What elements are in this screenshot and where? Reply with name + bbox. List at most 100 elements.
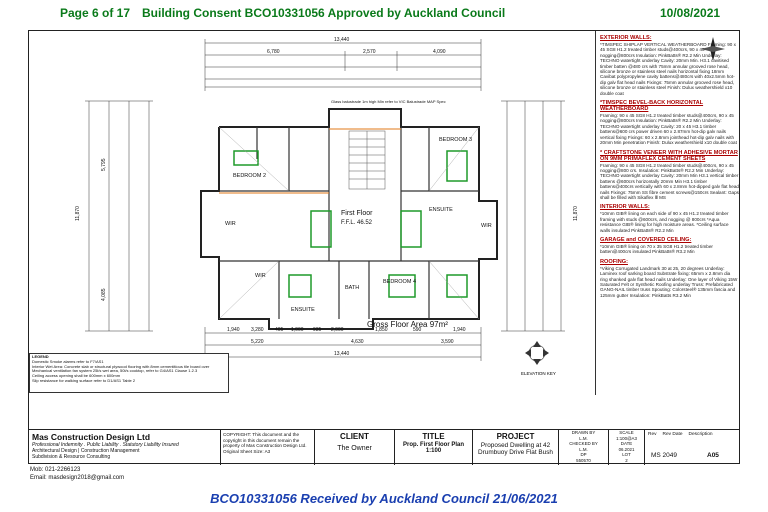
legend-box: LEGEND Domestic Smoke alarms refer to F7… <box>29 353 229 393</box>
dim-text: 5,220 <box>251 339 264 345</box>
dp-heading: DP <box>580 452 587 458</box>
client-heading: CLIENT <box>340 432 369 441</box>
approval-date: 10/08/2021 <box>660 6 721 20</box>
note-text: *Viking Corrugated Landmark 30 at 25, 20… <box>600 265 738 298</box>
description-heading: Description <box>688 432 713 437</box>
dim-text: 4,630 <box>351 339 364 345</box>
gross-area: Gross Floor Area 97m² <box>367 320 448 329</box>
drawn-heading: DRAWN BY <box>571 430 596 435</box>
approval-header: Page 6 of 17 Building Consent BCO1033105… <box>0 0 768 26</box>
scale-heading: SCALE <box>619 430 634 435</box>
scale-block: SCALE 1:100@A3 DATE 06.2021 LOT 2 <box>609 430 645 465</box>
revision-block: Rev Rev Date Description MS 2049 A05 <box>645 430 739 465</box>
project-heading: PROJECT <box>496 432 535 441</box>
dim-text: 1,940 <box>453 327 466 333</box>
drawn-value: L.M. <box>579 435 588 441</box>
note-text: Framing: 90 x 45 SG8 H1.2 treated timber… <box>600 162 739 200</box>
note-heading: * CRAFTSTONE VENEER WITH ADHESIVE MORTAR… <box>600 149 738 162</box>
dim-text: 590 <box>413 327 422 333</box>
legend-title: LEGEND <box>32 354 49 359</box>
title-scale: 1:100 <box>425 448 442 454</box>
legend-item: Slip resistance for walking surface refe… <box>32 377 136 383</box>
room-label: BEDROOM 2 <box>233 173 266 179</box>
note-heading: ROOFING: <box>600 258 628 265</box>
dim-text: 4,085 <box>101 288 107 301</box>
room-label: BATH <box>345 285 359 291</box>
job-number: MS 2049 <box>651 452 678 459</box>
dim-text: 3,280 <box>251 327 264 333</box>
room-label: BEDROOM 3 <box>439 137 472 143</box>
checked-heading: CHECKED BY <box>569 441 598 447</box>
copyright-block: COPYRIGHT: This document and the copyrig… <box>221 430 315 465</box>
sheet-number: A05 <box>707 452 719 459</box>
company-services: Architectural Design | Construction Mana… <box>32 448 140 455</box>
project-block: PROJECT Proposed Dwelling at 42 Drumbuoy… <box>473 430 559 465</box>
note-heading: GARAGE and COVERED CEILING: <box>600 236 692 243</box>
title-heading: TITLE <box>422 432 445 441</box>
company-block: Mas Construction Design Ltd Professional… <box>29 430 221 465</box>
ffl-label: F.F.L. 46.52 <box>341 220 373 226</box>
title-block: Mas Construction Design Ltd Professional… <box>29 429 739 465</box>
page-number: Page 6 of 17 <box>60 6 131 20</box>
dim-text: 13,440 <box>334 351 350 357</box>
note-text: Framing: 90 x 45 SG8 H1.2 treated timber… <box>600 113 737 146</box>
note-text: *10mm GIB® lining on each side of 90 x 4… <box>600 211 729 233</box>
dim-text: 2,000 <box>331 327 344 333</box>
north-arrow-icon <box>701 37 725 61</box>
legend-item: Mechanical ventilation fan system 25l/s … <box>32 368 198 374</box>
elevation-key: ELEVATION KEY <box>521 341 556 376</box>
legend-item: Interior Wet Area: Concrete slab or stru… <box>32 363 210 369</box>
drawing-sheet: BEDROOM 2 BEDROOM 3 BEDROOM 4 BATH ENSUI… <box>28 30 742 465</box>
date-value: 06.2021 <box>618 446 635 452</box>
dim-text: 405 <box>275 327 284 333</box>
dp-value: 550570 <box>576 457 591 463</box>
scale-value: 1:100@A3 <box>616 435 637 441</box>
note-text: *10mm GIB® lining on 70 x 35 SG8 H1.2 tr… <box>600 243 713 255</box>
client-block: CLIENT The Owner <box>315 430 395 465</box>
received-text: BCO10331056 Received by Auckland Council… <box>210 491 558 506</box>
dim-text: 11,870 <box>573 206 579 221</box>
mobile-number: Mob: 021-2266123 <box>30 467 81 473</box>
dim-text: 4,090 <box>433 49 446 55</box>
lot-heading: LOT <box>622 452 631 458</box>
balustrade-note: Glass balustrade 1m high Min refer to VI… <box>331 99 446 104</box>
contact-info: Mob: 021-2266123 Email: masdesign2018@gm… <box>30 466 124 482</box>
room-label: WIR <box>255 273 266 279</box>
company-tagline: Professional Indemnity . Public Liabilit… <box>32 442 179 448</box>
date-heading: DATE <box>620 441 633 447</box>
room-label: BEDROOM 4 <box>383 279 416 285</box>
floor-plan: BEDROOM 2 BEDROOM 3 BEDROOM 4 BATH ENSUI… <box>75 37 579 376</box>
lot-value: 2 <box>625 457 628 463</box>
dim-text: 1,000 <box>291 327 304 333</box>
consent-approval: Building Consent BCO10331056 Approved by… <box>142 6 506 20</box>
legend-item: Ceiling access opening shall be 600mm x … <box>32 373 121 379</box>
dim-text: 935 <box>313 327 322 333</box>
rev-heading: Rev <box>648 432 657 437</box>
first-floor-label: First Floor <box>341 210 373 217</box>
company-name: Mas Construction Design Ltd <box>32 432 151 442</box>
room-label: ENSUITE <box>291 307 315 313</box>
room-label: WIR <box>225 221 236 227</box>
note-heading: INTERIOR WALLS: <box>600 204 650 211</box>
dim-text: 2,570 <box>363 49 376 55</box>
note-heading: *TIMSPEC BEVEL-BACK HORIZONTAL WEATHERBO… <box>600 100 704 113</box>
dim-text: 6,780 <box>267 49 280 55</box>
room-label: WIR <box>481 223 492 229</box>
company-services-2: Subdivision & Resource Consulting <box>32 454 111 461</box>
drawn-block: DRAWN BY L.M. CHECKED BY L.M. DP 550570 <box>559 430 609 465</box>
room-label: ENSUITE <box>429 207 453 213</box>
notes-list: EXTERIOR WALLS:*TIMSPEC SHIPLAP VERTICAL… <box>596 35 742 298</box>
received-stamp: BCO10331056 Received by Auckland Council… <box>0 490 768 510</box>
rev-date-heading: Rev Date <box>662 432 683 437</box>
title-cell: TITLE Prop. First Floor Plan 1:100 <box>395 430 473 465</box>
note-text: *TIMSPEC SHIPLAP VERTICAL WEATHERBOARD F… <box>600 42 736 96</box>
dim-text: 1,940 <box>227 327 240 333</box>
specification-notes: EXTERIOR WALLS:*TIMSPEC SHIPLAP VERTICAL… <box>595 31 742 395</box>
email-address: Email: masdesign2018@gmail.com <box>30 475 125 481</box>
elevation-key-label: ELEVATION KEY <box>521 371 556 376</box>
client-value: The Owner <box>337 445 372 452</box>
dim-text: 1,850 <box>375 327 388 333</box>
dim-text: 3,590 <box>441 339 454 345</box>
dim-text: 5,795 <box>101 158 107 171</box>
title-value: Prop. First Floor Plan <box>402 442 464 448</box>
